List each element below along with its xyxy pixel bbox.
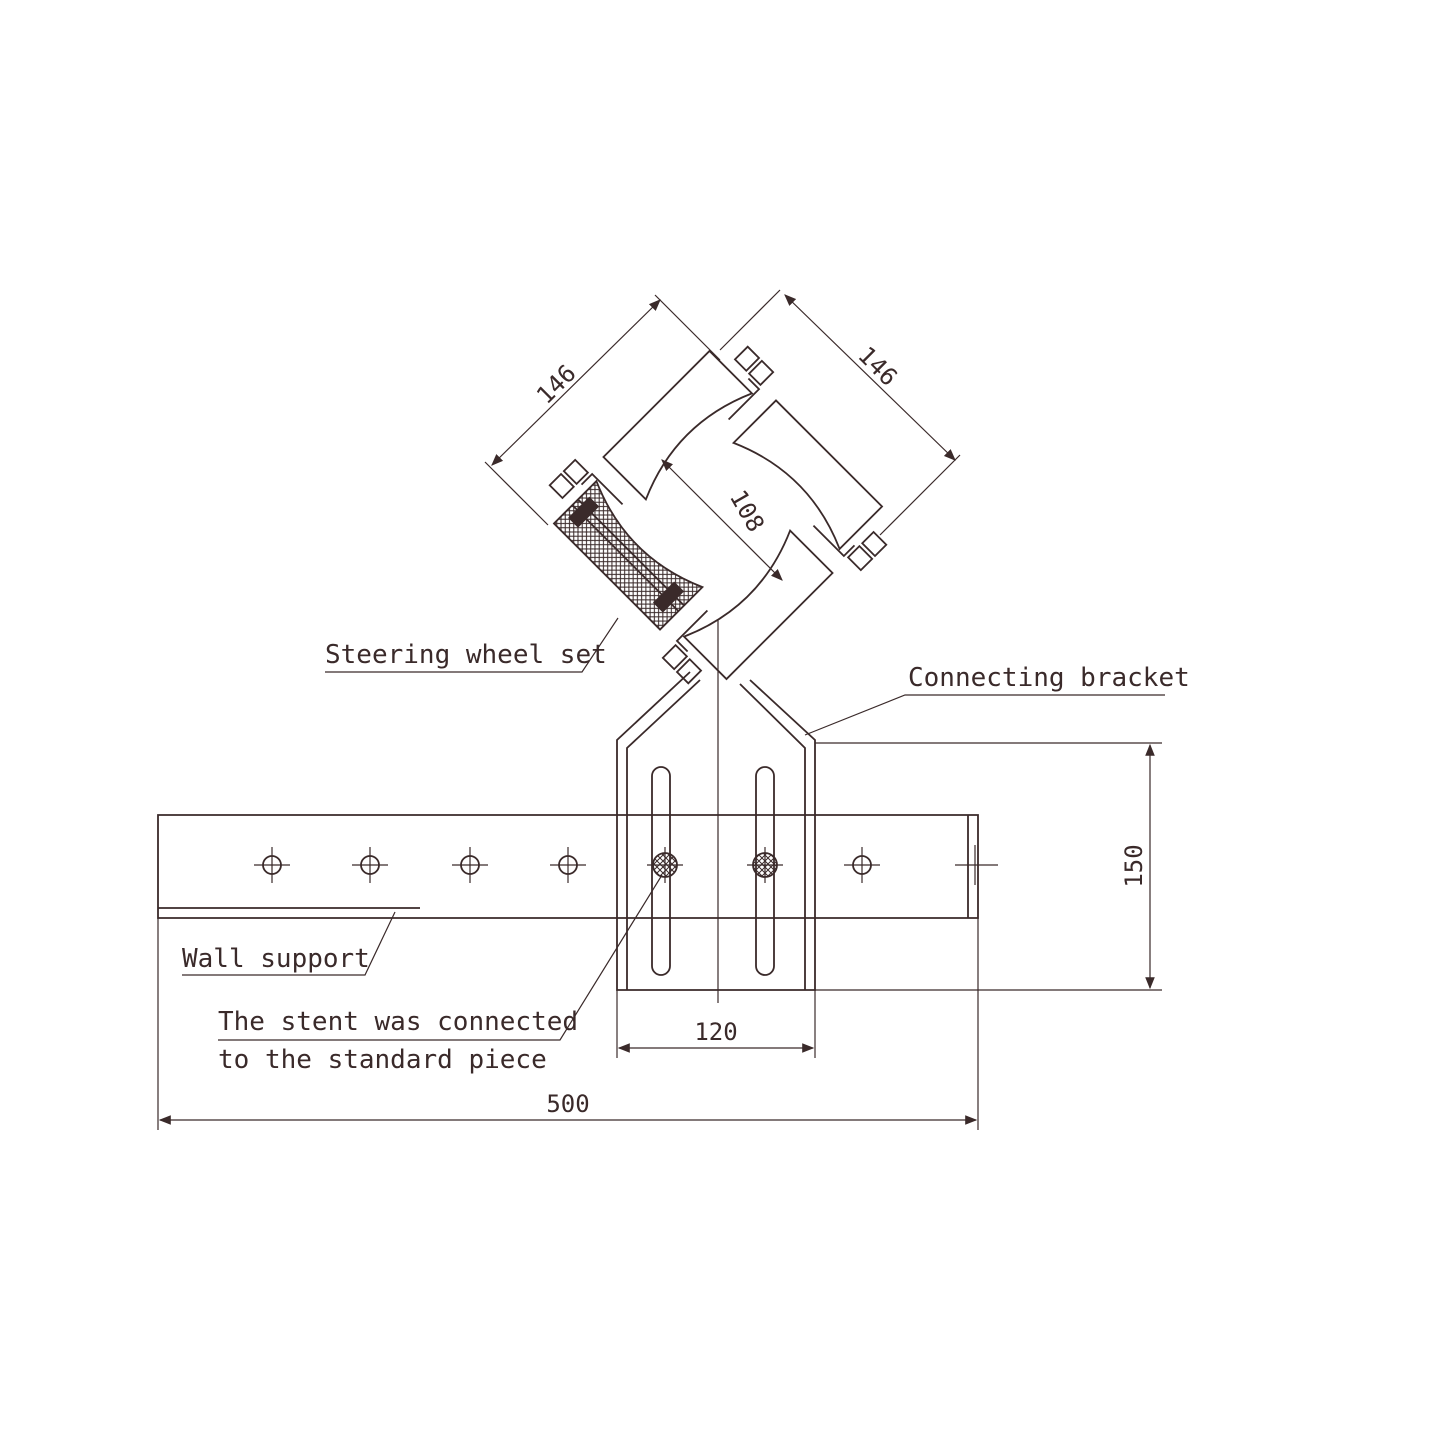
label-steering-wheel-set: Steering wheel set — [325, 617, 619, 673]
roller-north — [731, 399, 884, 551]
bolt-hole — [550, 847, 586, 883]
wall-support — [157, 814, 998, 919]
dimension-120: 120 — [616, 990, 816, 1058]
svg-text:to the standard piece: to the standard piece — [218, 1045, 547, 1075]
bolt-hole — [352, 847, 388, 883]
bolt-hole — [647, 847, 683, 883]
label-wall-support: Wall support — [182, 911, 396, 976]
dimension-146-left-label: 146 — [531, 359, 581, 409]
bolt-hole — [747, 847, 783, 883]
bolt-hole — [844, 847, 880, 883]
dimension-146-left: 146 — [484, 294, 721, 526]
svg-text:Steering wheel set: Steering wheel set — [325, 640, 607, 670]
bolt-hole — [452, 847, 488, 883]
svg-text:Wall support: Wall support — [182, 944, 370, 974]
dimension-120-label: 120 — [694, 1018, 737, 1046]
corner-bolts — [548, 345, 888, 685]
roller-south-hatched — [552, 479, 705, 631]
dimension-108: 108 — [661, 459, 783, 581]
roller-west — [602, 349, 754, 502]
bolt-hole — [254, 847, 290, 883]
dimension-500-label: 500 — [546, 1090, 589, 1118]
label-connecting-bracket: Connecting bracket — [804, 663, 1190, 736]
svg-text:Connecting bracket: Connecting bracket — [908, 663, 1190, 693]
steering-wheel-set — [548, 345, 888, 685]
label-stent-connection: The stent was connected to the standard … — [218, 874, 663, 1075]
dimension-500: 500 — [157, 918, 979, 1130]
roller-east — [682, 528, 834, 681]
dimension-150: 150 — [815, 742, 1162, 991]
dimension-150-label: 150 — [1120, 844, 1148, 887]
dimension-146-right-label: 146 — [852, 341, 902, 391]
bolt-holes — [254, 847, 880, 883]
svg-text:The stent was connected: The stent was connected — [218, 1007, 578, 1037]
connecting-bracket — [616, 620, 816, 1003]
